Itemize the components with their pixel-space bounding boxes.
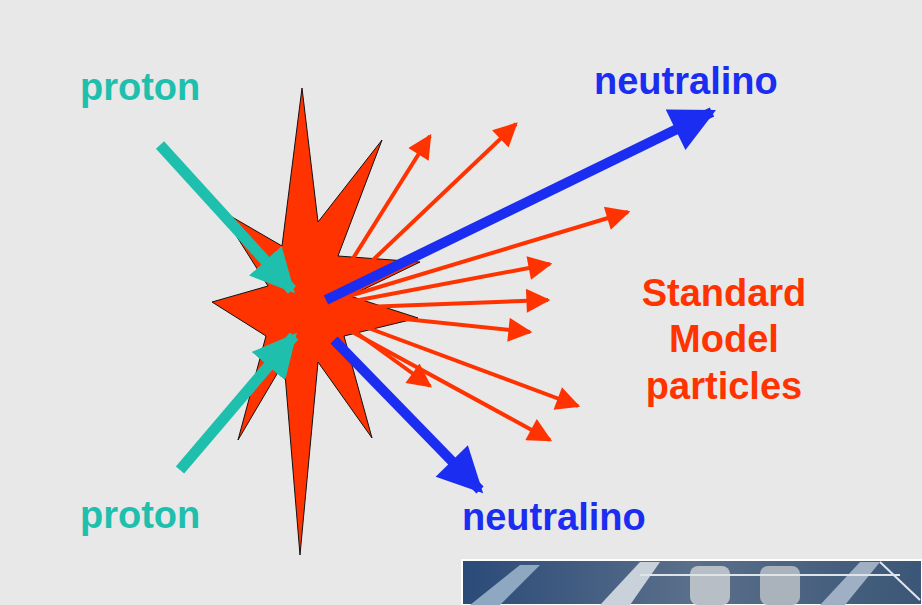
proton-label: proton: [80, 66, 200, 110]
neutralino-arrow: [326, 112, 712, 300]
neutralino-label: neutralino: [594, 60, 778, 104]
neutralino-arrow: [334, 340, 480, 490]
particles-label: Standard Model particles: [604, 270, 844, 409]
proton-arrow: [160, 145, 292, 290]
particle-arrow: [334, 124, 516, 297]
particle-arrow: [334, 322, 550, 440]
collision-star: [212, 88, 420, 555]
particle-arrow: [338, 300, 548, 308]
proton-arrow: [180, 336, 294, 470]
proton-label: proton: [80, 494, 200, 538]
neutralino-label: neutralino: [462, 496, 646, 540]
detector-photo: [462, 560, 922, 605]
particle-arrow: [336, 316, 578, 406]
